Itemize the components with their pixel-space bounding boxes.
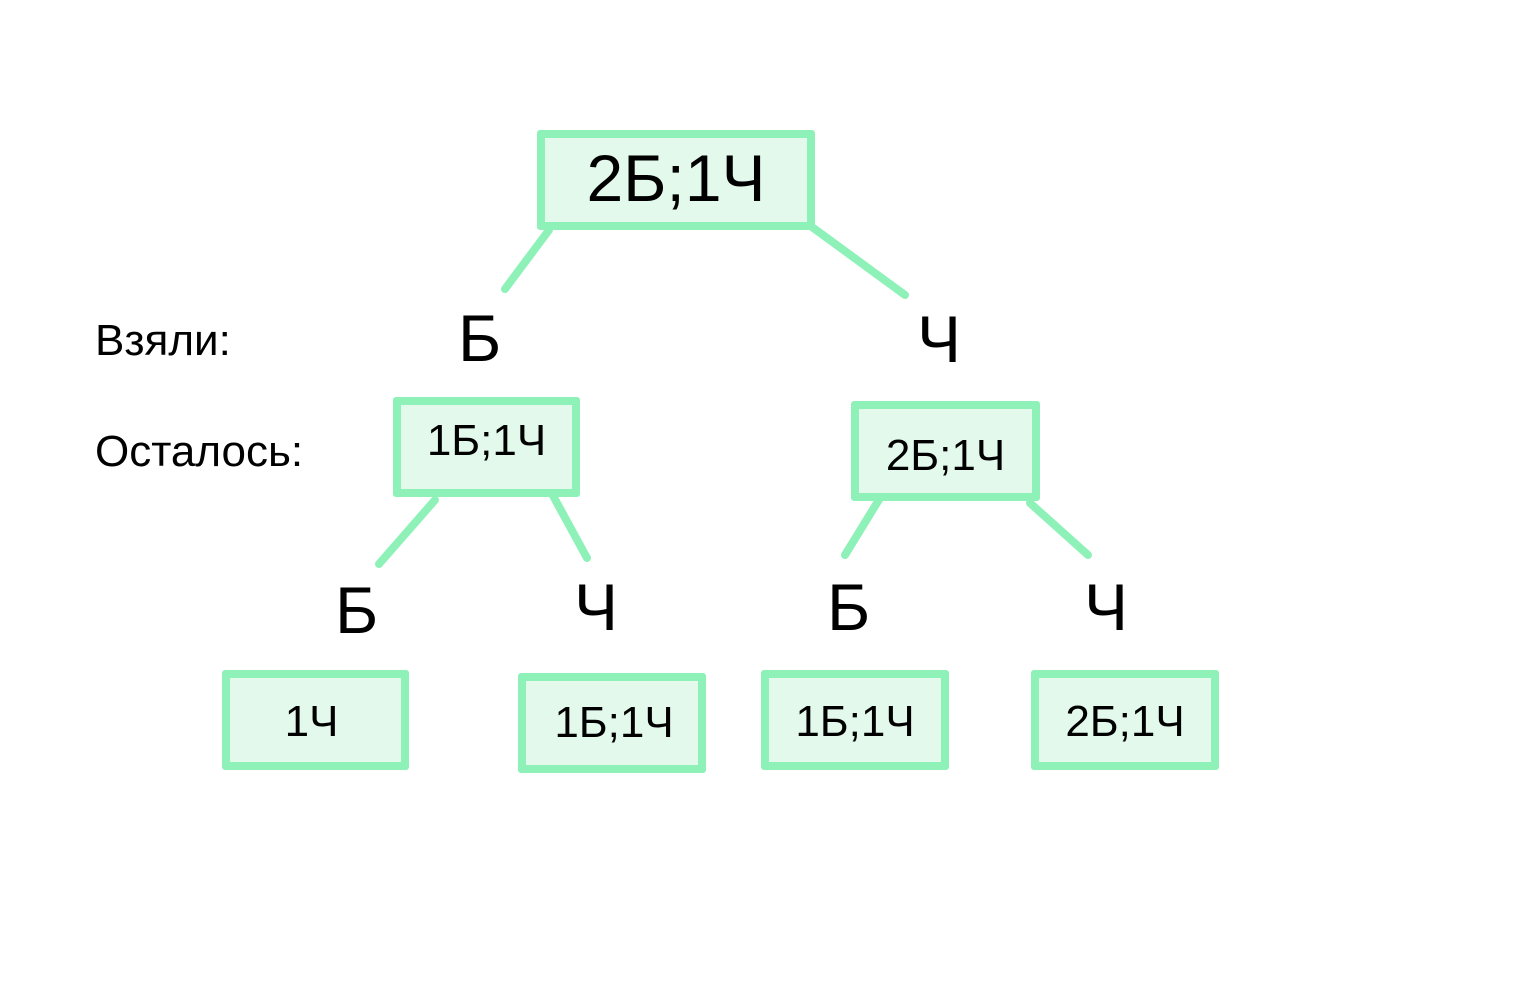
edge-right-to-ch xyxy=(1026,499,1092,559)
node-level1-left: 1Б;1Ч xyxy=(393,397,580,497)
edge-label-b-level2-1: Б xyxy=(335,573,379,647)
edge-label-b-level2-3: Б xyxy=(827,570,871,644)
node-level2-3: 1Б;1Ч xyxy=(761,670,949,770)
node-level2-3-label: 1Б;1Ч xyxy=(795,697,915,746)
edge-left-to-b xyxy=(375,496,439,568)
root-node: 2Б;1Ч xyxy=(537,130,815,230)
node-level1-left-label: 1Б;1Ч xyxy=(426,416,547,465)
taken-row-label: Взяли: xyxy=(95,316,231,365)
remaining-row-label: Осталось: xyxy=(95,427,304,476)
edge-label-ch-level1: Ч xyxy=(917,302,961,376)
node-level2-1: 1Ч xyxy=(222,670,409,770)
edge-left-to-ch xyxy=(547,488,591,562)
node-level2-4-label: 2Б;1Ч xyxy=(1065,697,1185,746)
node-level2-4: 2Б;1Ч xyxy=(1031,670,1219,770)
node-level2-2: 1Б;1Ч xyxy=(518,673,706,773)
root-node-label: 2Б;1Ч xyxy=(586,141,766,215)
edge-root-to-b xyxy=(501,226,553,293)
node-level2-2-label: 1Б;1Ч xyxy=(554,698,674,747)
edge-root-to-ch xyxy=(808,223,909,299)
node-level2-1-label: 1Ч xyxy=(284,697,339,746)
edge-label-ch-level2-2: Ч xyxy=(574,570,618,644)
node-level1-right-label: 2Б;1Ч xyxy=(885,431,1006,480)
edge-label-ch-level2-4: Ч xyxy=(1084,570,1128,644)
edge-right-to-b xyxy=(841,494,884,559)
edge-label-b-level1: Б xyxy=(458,301,502,375)
node-level1-right: 2Б;1Ч xyxy=(851,401,1040,501)
